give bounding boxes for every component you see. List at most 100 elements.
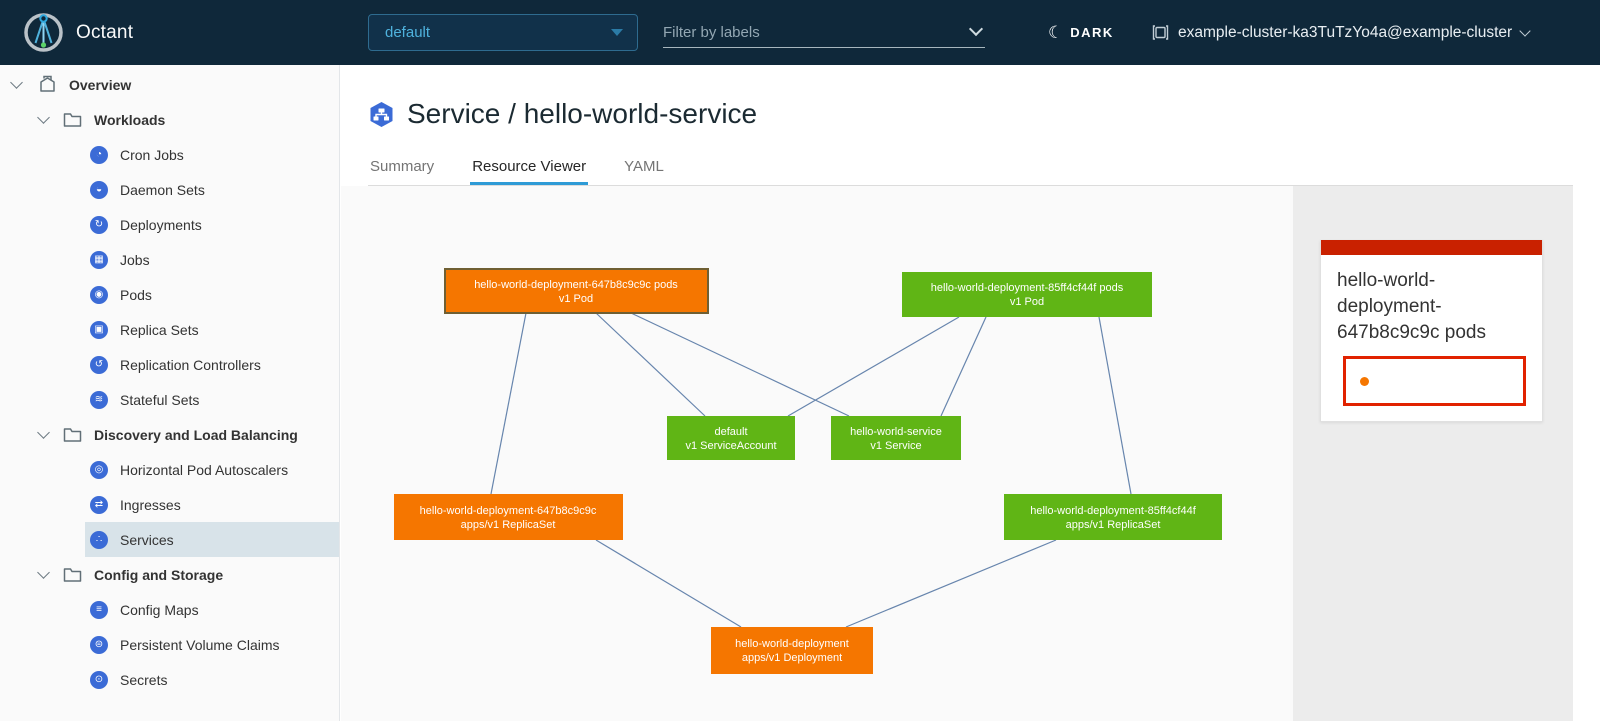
graph-node-serviceaccount[interactable]: default v1 ServiceAccount <box>667 416 795 460</box>
app-header: Octant default ☾ DARK example-cluster-ka… <box>0 0 1600 65</box>
graph-edge <box>595 539 742 628</box>
graph-edge <box>630 312 850 417</box>
overview-icon <box>38 75 57 94</box>
node-meta: v1 Pod <box>1010 296 1044 308</box>
replicationcontrollers-icon: ↺ <box>90 355 108 374</box>
selected-node-title: hello-world-deployment-647b8c9c9c pods <box>1337 270 1486 343</box>
graph-edge <box>845 539 1057 628</box>
page-title: Service / hello-world-service <box>407 98 758 129</box>
statefulsets-icon: ≋ <box>90 390 108 409</box>
graph-node-deployment[interactable]: hello-world-deployment apps/v1 Deploymen… <box>711 627 873 674</box>
sidebar-item-label: Secrets <box>120 671 168 688</box>
sidebar-item-replica-sets[interactable]: ▣ Replica Sets <box>0 312 339 347</box>
sidebar-item-label: Deployments <box>120 216 202 233</box>
sidebar-item-label: Config Maps <box>120 601 199 618</box>
deployments-icon: ↻ <box>90 215 108 234</box>
graph-node-replicaset-85ff4cf44f[interactable]: hello-world-deployment-85ff4cf44f apps/v… <box>1004 494 1222 540</box>
sidebar-item-services[interactable]: ∴ Services <box>0 522 339 557</box>
ingresses-icon: ⇄ <box>90 495 108 514</box>
secrets-icon: ⊙ <box>90 670 108 689</box>
tab-summary[interactable]: Summary <box>370 158 435 175</box>
moon-icon: ☾ <box>1048 22 1064 42</box>
sidebar-item-label: Discovery and Load Balancing <box>94 426 298 443</box>
dropdown-caret-icon <box>611 29 623 36</box>
node-label: hello-world-service <box>850 426 942 438</box>
graph-edge <box>595 312 706 417</box>
sidebar-item-label: Replication Controllers <box>120 356 261 373</box>
sidebar-item-ingresses[interactable]: ⇄ Ingresses <box>0 487 339 522</box>
graph-node-service[interactable]: hello-world-service v1 Service <box>831 416 961 460</box>
node-label: hello-world-deployment-85ff4cf44f pods <box>931 282 1124 294</box>
tab-resource-viewer[interactable]: Resource Viewer <box>470 152 589 186</box>
node-label: hello-world-deployment <box>735 638 849 650</box>
main-content: Service / hello-world-service Summary Re… <box>341 65 1600 721</box>
sidebar-item-secrets[interactable]: ⊙ Secrets <box>0 662 339 697</box>
folder-icon <box>63 427 82 443</box>
node-meta: apps/v1 ReplicaSet <box>1066 519 1161 531</box>
sidebar-item-workloads[interactable]: Workloads <box>0 102 339 137</box>
resource-graph: hello-world-deployment-647b8c9c9c pods v… <box>341 186 1293 721</box>
sidebar-item-config-maps[interactable]: ≡ Config Maps <box>0 592 339 627</box>
graph-node-replicaset-647b8c9c9c[interactable]: hello-world-deployment-647b8c9c9c apps/v… <box>394 494 623 540</box>
graph-node-pod-85ff4cf44f[interactable]: hello-world-deployment-85ff4cf44f pods v… <box>902 272 1152 317</box>
node-label: hello-world-deployment-85ff4cf44f <box>1030 505 1196 517</box>
folder-icon <box>63 112 82 128</box>
cluster-icon <box>1152 25 1169 40</box>
sidebar-item-discovery-and-load-balancing[interactable]: Discovery and Load Balancing <box>0 417 339 452</box>
sidebar-item-label: Workloads <box>94 111 166 128</box>
navigation-sidebar: Overview Workloads ◔ Cron Jobs ◒ Daemon … <box>0 65 340 721</box>
label-filter <box>663 18 985 48</box>
node-meta: v1 Pod <box>559 293 593 305</box>
namespace-dropdown[interactable]: default <box>368 14 638 51</box>
node-meta: apps/v1 ReplicaSet <box>461 519 556 531</box>
node-label: hello-world-deployment-647b8c9c9c pods <box>474 279 678 291</box>
sidebar-item-label: Cron Jobs <box>120 146 184 163</box>
chevron-down-icon[interactable] <box>37 111 50 124</box>
graph-node-pod-647b8c9c9c[interactable]: hello-world-deployment-647b8c9c9c pods v… <box>444 268 709 314</box>
octant-logo-icon[interactable] <box>22 11 65 54</box>
chevron-down-icon[interactable] <box>37 426 50 439</box>
services-icon: ∴ <box>90 530 108 549</box>
sidebar-item-stateful-sets[interactable]: ≋ Stateful Sets <box>0 382 339 417</box>
sidebar-item-cron-jobs[interactable]: ◔ Cron Jobs <box>0 137 339 172</box>
label-filter-input[interactable] <box>663 18 985 46</box>
sidebar-item-label: Ingresses <box>120 496 181 513</box>
replicasets-icon: ▣ <box>90 320 108 339</box>
sidebar-item-label: Services <box>120 531 174 548</box>
sidebar-item-config-and-storage[interactable]: Config and Storage <box>0 557 339 592</box>
sidebar-item-label: Persistent Volume Claims <box>120 636 280 653</box>
sidebar-item-overview[interactable]: Overview <box>0 67 339 102</box>
chevron-down-icon[interactable] <box>37 566 50 579</box>
jobs-icon: ▦ <box>90 250 108 269</box>
cluster-name: example-cluster-ka3TuTzYo4a@example-clus… <box>1178 23 1513 41</box>
graph-edge <box>787 316 960 417</box>
sidebar-item-jobs[interactable]: ▦ Jobs <box>0 242 339 277</box>
status-dot-icon[interactable] <box>1360 376 1369 386</box>
chevron-down-icon[interactable] <box>10 76 23 89</box>
sidebar-item-pods[interactable]: ◉ Pods <box>0 277 339 312</box>
cronjobs-icon: ◔ <box>90 145 108 164</box>
dark-theme-toggle[interactable]: ☾ DARK <box>1048 0 1114 65</box>
node-label: hello-world-deployment-647b8c9c9c <box>420 505 597 517</box>
hpa-icon: ◎ <box>90 460 108 479</box>
graph-edges <box>490 312 1132 628</box>
pod-status-box[interactable] <box>1343 356 1526 406</box>
tab-bar: Summary Resource Viewer YAML <box>368 152 666 186</box>
sidebar-item-deployments[interactable]: ↻ Deployments <box>0 207 339 242</box>
namespace-value: default <box>385 24 431 41</box>
sidebar-item-persistent-volume-claims[interactable]: ⊜ Persistent Volume Claims <box>0 627 339 662</box>
chevron-down-icon <box>1519 24 1531 37</box>
cluster-selector[interactable]: example-cluster-ka3TuTzYo4a@example-clus… <box>1152 0 1531 65</box>
status-bar <box>1321 240 1542 255</box>
daemonsets-icon: ◒ <box>90 180 108 199</box>
sidebar-item-replication-controllers[interactable]: ↺ Replication Controllers <box>0 347 339 382</box>
sidebar-item-label: Daemon Sets <box>120 181 205 198</box>
sidebar-item-horizontal-pod-autoscalers[interactable]: ◎ Horizontal Pod Autoscalers <box>0 452 339 487</box>
graph-edge <box>940 316 987 417</box>
sidebar-item-label: Horizontal Pod Autoscalers <box>120 461 289 478</box>
dark-theme-label: DARK <box>1070 25 1114 40</box>
sidebar-item-label: Jobs <box>120 251 150 268</box>
tab-yaml[interactable]: YAML <box>624 158 664 175</box>
sidebar-item-daemon-sets[interactable]: ◒ Daemon Sets <box>0 172 339 207</box>
configmaps-icon: ≡ <box>90 600 108 619</box>
